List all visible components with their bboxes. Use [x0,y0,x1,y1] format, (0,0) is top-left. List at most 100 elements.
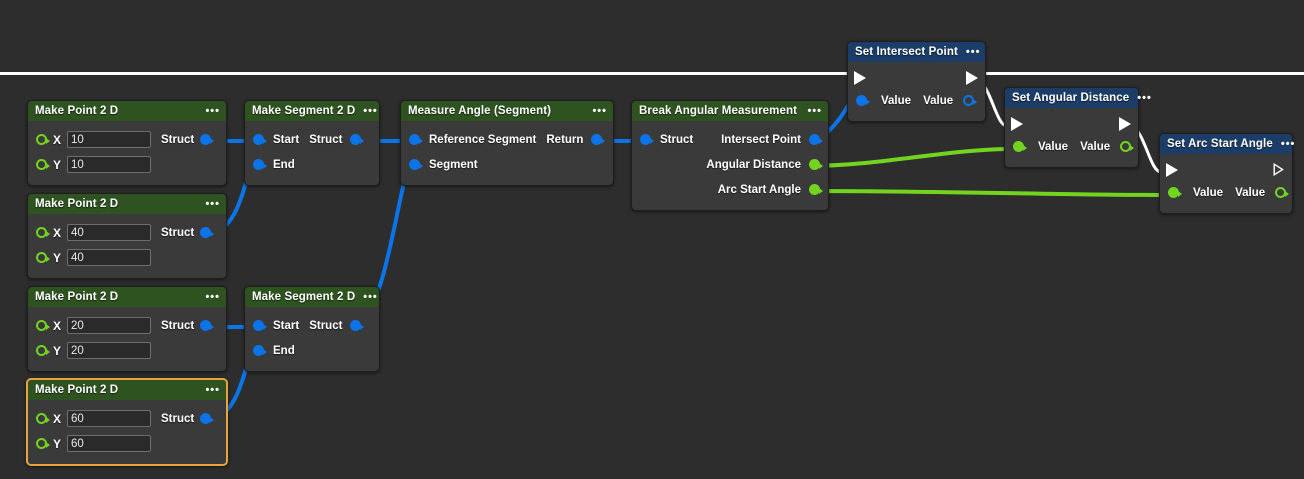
exec-in-pin-icon[interactable] [854,70,867,86]
node-menu-icon[interactable]: ••• [205,291,220,303]
output-pin-struct-icon[interactable] [200,227,215,238]
pin-row-x: X Struct [28,313,226,338]
node-make-point-2[interactable]: Make Point 2 D ••• X Struct Y [27,193,227,279]
node-body: X Struct Y [28,400,226,464]
pin-row-value: Value Value [1160,180,1292,205]
node-header[interactable]: Break Angular Measurement ••• [632,101,828,121]
output-label-struct: Struct [309,319,343,332]
input-pin-segment-icon[interactable] [409,159,423,170]
exec-out-pin-icon[interactable] [1273,162,1286,178]
input-label-value: Value [1038,140,1069,153]
node-header[interactable]: Make Point 2 D ••• [28,194,226,214]
output-pin-value-icon[interactable] [1120,141,1135,152]
input-y-field[interactable] [67,156,152,173]
output-label-struct: Struct [309,133,343,146]
output-label-arc-start-angle: Arc Start Angle [717,183,801,196]
node-menu-icon[interactable]: ••• [1280,138,1296,150]
input-pin-y-icon[interactable] [36,252,50,263]
input-pin-x-icon[interactable] [36,320,50,331]
output-pin-struct-icon[interactable] [350,320,365,331]
node-make-point-1[interactable]: Make Point 2 D ••• X Struct Y [27,100,227,186]
node-set-intersect-point[interactable]: Set Intersect Point ••• Value Value [847,41,986,122]
input-y-field[interactable] [67,435,152,452]
node-make-segment-2[interactable]: Make Segment 2 D ••• Start Struct End [244,286,380,372]
node-menu-icon[interactable]: ••• [205,105,220,117]
output-pin-struct-icon[interactable] [350,134,365,145]
node-make-segment-1[interactable]: Make Segment 2 D ••• Start Struct End [244,100,380,186]
input-pin-struct-icon[interactable] [640,134,654,145]
output-pin-value-icon[interactable] [1275,187,1290,198]
pin-row-start: Start Struct [245,127,379,152]
node-header[interactable]: Make Point 2 D ••• [28,380,226,400]
input-y-field[interactable] [67,249,152,266]
node-menu-icon[interactable]: ••• [965,46,981,58]
node-header[interactable]: Make Point 2 D ••• [28,101,226,121]
node-header[interactable]: Set Arc Start Angle ••• [1160,134,1294,154]
pin-row-segment: Segment [401,152,613,177]
node-menu-icon[interactable]: ••• [205,384,220,396]
node-menu-icon[interactable]: ••• [807,105,822,117]
input-pin-y-icon[interactable] [36,345,50,356]
exec-in-pin-icon[interactable] [1166,162,1179,178]
output-pin-value-icon[interactable] [963,95,978,106]
input-label-start: Start [273,133,300,146]
node-title: Measure Angle (Segment) [408,105,552,117]
node-header[interactable]: Measure Angle (Segment) ••• [401,101,613,121]
input-pin-reference-segment-icon[interactable] [409,134,423,145]
node-header[interactable]: Make Segment 2 D ••• [245,287,379,307]
input-label-x: X [53,225,62,240]
node-body: X Struct Y [28,214,226,278]
output-label-return: Return [546,133,584,146]
node-header[interactable]: Set Angular Distance ••• [1005,88,1151,108]
node-header[interactable]: Make Point 2 D ••• [28,287,226,307]
node-menu-icon[interactable]: ••• [363,105,378,117]
input-x-field[interactable] [67,410,152,427]
input-x-field[interactable] [67,224,152,241]
node-menu-icon[interactable]: ••• [363,291,378,303]
node-menu-icon[interactable]: ••• [1137,92,1152,104]
node-set-arc-start-angle[interactable]: Set Arc Start Angle ••• Value Value [1159,133,1294,214]
node-header[interactable]: Make Segment 2 D ••• [245,101,379,121]
node-header[interactable]: Set Intersect Point ••• [848,42,985,62]
node-body: Struct Intersect Point Angular Distance … [632,121,828,210]
exec-out-pin-icon[interactable] [966,70,979,86]
input-pin-y-icon[interactable] [36,438,50,449]
input-pin-value-icon[interactable] [1168,187,1182,198]
input-pin-start-icon[interactable] [253,134,267,145]
input-pin-start-icon[interactable] [253,320,267,331]
output-pin-struct-icon[interactable] [200,320,215,331]
node-body: X Struct Y [28,307,226,371]
input-pin-x-icon[interactable] [36,227,50,238]
node-make-point-4[interactable]: Make Point 2 D ••• X Struct Y [26,378,228,466]
node-set-angular-distance[interactable]: Set Angular Distance ••• Value Value [1004,87,1151,168]
input-pin-x-icon[interactable] [36,413,50,424]
exec-out-pin-icon[interactable] [1119,116,1132,132]
output-pin-arc-start-angle-icon[interactable] [809,184,823,195]
output-pin-return-icon[interactable] [591,134,606,145]
output-pin-struct-icon[interactable] [200,413,215,424]
input-pin-end-icon[interactable] [253,159,267,170]
node-menu-icon[interactable]: ••• [592,105,607,117]
pin-row-y: Y [28,152,226,177]
node-make-point-3[interactable]: Make Point 2 D ••• X Struct Y [27,286,227,372]
output-pin-struct-icon[interactable] [200,134,215,145]
node-menu-icon[interactable]: ••• [205,198,220,210]
node-measure-angle[interactable]: Measure Angle (Segment) ••• Reference Se… [400,100,614,186]
input-pin-value-icon[interactable] [1013,141,1027,152]
input-x-field[interactable] [67,131,152,148]
output-label-value: Value [923,94,954,107]
input-pin-y-icon[interactable] [36,159,50,170]
input-pin-value-icon[interactable] [856,95,870,106]
output-label-intersect-point: Intersect Point [721,133,801,146]
pin-row-end: End [245,152,379,177]
node-break-angular-measurement[interactable]: Break Angular Measurement ••• Struct Int… [631,100,829,211]
input-pin-end-icon[interactable] [253,345,267,356]
input-pin-x-icon[interactable] [36,134,50,145]
exec-in-pin-icon[interactable] [1011,116,1024,132]
input-x-field[interactable] [67,317,152,334]
output-pin-intersect-point-icon[interactable] [809,134,823,145]
output-pin-angular-distance-icon[interactable] [809,159,823,170]
input-y-field[interactable] [67,342,152,359]
input-label-x: X [53,318,62,333]
